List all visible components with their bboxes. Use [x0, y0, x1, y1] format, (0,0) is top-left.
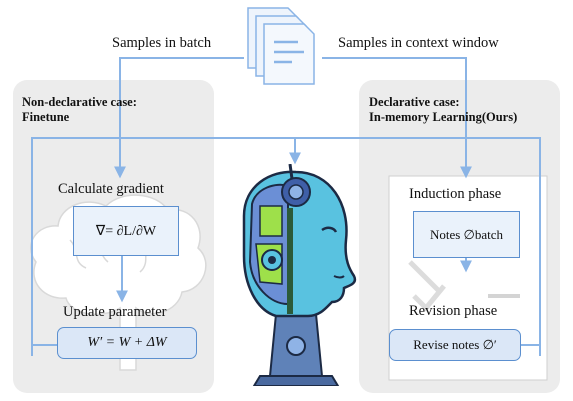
samples-in-context-label: Samples in context window	[338, 35, 499, 51]
right-title-line1: Declarative case:	[369, 95, 460, 109]
left-title-line1: Non-declarative case:	[22, 95, 137, 109]
samples-in-batch-label: Samples in batch	[112, 35, 212, 51]
gradient-formula-box: ∇= ∂L/∂W	[73, 206, 179, 256]
arrow-batch	[114, 57, 244, 179]
calculate-gradient-label: Calculate gradient	[58, 181, 164, 197]
update-formula-box: W′ = W + ΔW	[57, 327, 197, 359]
induction-phase-label: Induction phase	[409, 186, 502, 202]
revise-notes-box: Revise notes ∅′	[389, 329, 521, 361]
update-parameter-label: Update parameter	[63, 304, 167, 320]
right-title-line2: In-memory Learning(Ours)	[369, 110, 518, 124]
left-title-line2: Finetune	[22, 110, 70, 124]
robot-head-icon	[242, 164, 357, 386]
arrow-context	[322, 57, 472, 179]
revision-phase-label: Revision phase	[409, 303, 498, 319]
arrow-loop-top	[31, 137, 541, 356]
notes-box: Notes ∅batch	[413, 211, 520, 258]
document-stack-icon	[247, 7, 315, 85]
